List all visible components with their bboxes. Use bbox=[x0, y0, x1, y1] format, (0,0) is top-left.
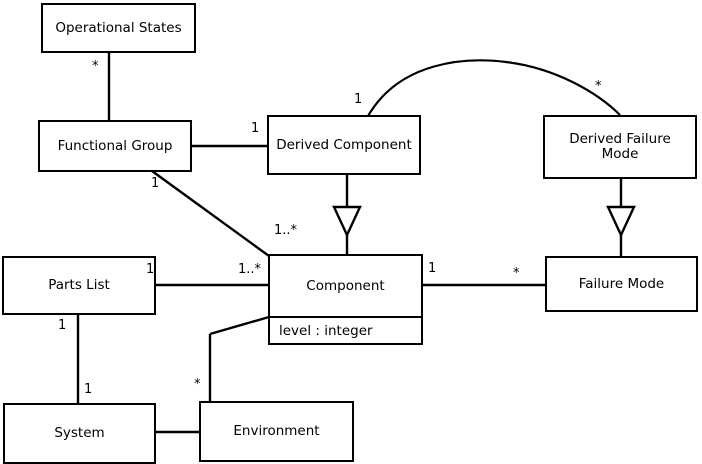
multiplicity-parts-list-component-near-parts-list: 1 bbox=[146, 262, 155, 277]
multiplicity-environment-component-near-environment: * bbox=[194, 377, 201, 392]
class-name-derived-component: Derived Component bbox=[276, 136, 412, 153]
class-component[interactable]: Component level : integer bbox=[268, 254, 423, 345]
generalization-triangle-component bbox=[332, 205, 362, 238]
edge-environment-component-diagonal bbox=[209, 315, 270, 336]
multiplicity-parts-list-component-near-component: 1..* bbox=[238, 262, 262, 277]
class-name-parts-list: Parts List bbox=[48, 277, 110, 294]
class-functional-group[interactable]: Functional Group bbox=[38, 120, 192, 172]
multiplicity-component-failure-mode-near-failure-mode: * bbox=[513, 266, 520, 281]
multiplicity-functional-group-derived-component: 1 bbox=[251, 121, 260, 136]
multiplicity-component-failure-mode-near-component: 1 bbox=[428, 261, 437, 276]
class-failure-mode[interactable]: Failure Mode bbox=[545, 256, 698, 312]
class-parts-list[interactable]: Parts List bbox=[2, 256, 156, 315]
class-name-failure-mode: Failure Mode bbox=[578, 275, 665, 292]
class-name-operational-states: Operational States bbox=[55, 19, 182, 36]
multiplicity-derived-component-arc: 1 bbox=[354, 92, 363, 107]
multiplicity-derived-failure-mode-arc: * bbox=[595, 79, 602, 94]
class-name-system: System bbox=[54, 425, 105, 442]
class-attribute-component-level: level : integer bbox=[270, 316, 421, 343]
multiplicity-operational-states-functional-group: * bbox=[92, 59, 99, 74]
multiplicity-parts-list-system-near-parts-list: 1 bbox=[58, 318, 67, 333]
class-operational-states[interactable]: Operational States bbox=[41, 3, 196, 53]
class-name-environment: Environment bbox=[233, 423, 320, 440]
class-environment[interactable]: Environment bbox=[199, 401, 354, 462]
class-derived-component[interactable]: Derived Component bbox=[267, 115, 421, 175]
class-system[interactable]: System bbox=[3, 403, 156, 464]
class-derived-failure-mode[interactable]: Derived Failure Mode bbox=[543, 115, 697, 179]
class-name-component: Component bbox=[306, 277, 385, 294]
class-name-derived-failure-mode: Derived Failure Mode bbox=[569, 131, 671, 162]
edge-derived-component-derived-failure-mode bbox=[367, 59, 621, 117]
multiplicity-functional-group-component-near-component: 1..* bbox=[274, 223, 298, 238]
multiplicity-parts-list-system-near-system: 1 bbox=[84, 382, 93, 397]
generalization-triangle-failure-mode bbox=[606, 205, 636, 238]
class-name-functional-group: Functional Group bbox=[57, 137, 173, 154]
edge-functional-group-component bbox=[151, 170, 270, 257]
multiplicity-functional-group-component-near-functional-group: 1 bbox=[151, 176, 160, 191]
